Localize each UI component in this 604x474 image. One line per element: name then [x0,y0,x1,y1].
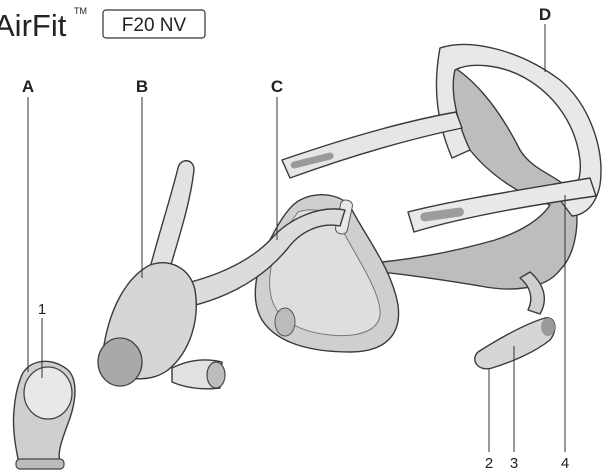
callout-4: 4 [561,455,569,472]
model-name: F20 NV [122,15,187,36]
callout-3: 3 [510,455,518,472]
cushion-port [275,308,295,336]
brand-trademark: TM [74,6,87,16]
elbow-top-opening [24,367,72,419]
brand-name: AirFit [0,8,67,43]
label-d: D [539,5,551,24]
svg-text:AirFit: AirFit [0,8,67,43]
frame-upper-arm [150,161,194,275]
brand-header: AirFit TM F20 NV [0,6,205,43]
label-b: B [136,77,148,96]
label-a: A [22,77,34,96]
headgear-upper-strap [282,112,462,178]
frame-elbow-opening [98,338,142,386]
elbow-swivel [16,459,64,469]
callout-2: 2 [485,455,493,472]
clip-tab [541,318,555,336]
elbow-a [13,361,75,469]
frame-vent-cap [207,362,225,388]
label-c: C [271,77,283,96]
callout-1: 1 [38,301,46,318]
